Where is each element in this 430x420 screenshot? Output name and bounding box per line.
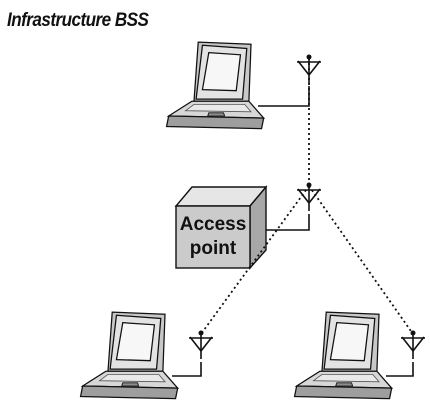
antenna-tip-access-point [306,182,312,188]
antenna-tip-bottom-left [198,330,204,336]
antenna-access-point-icon [296,184,322,212]
antenna-bottom-left-icon [188,332,214,360]
wireless-link-ap-to-bottom-left [200,185,310,335]
cable-access-point [266,214,310,231]
laptop-top-icon [165,41,265,130]
antenna-tip-top [306,54,312,60]
diagram-title: Infrastructure BSS [7,10,149,31]
antenna-bottom-right-icon [400,332,426,360]
cable-laptop-bottom-right [386,362,414,377]
access-point-label-line1: Access [180,214,247,235]
antenna-tip-bottom-right [410,330,416,336]
wireless-link-ap-to-bottom-right [308,185,414,335]
cable-laptop-bottom-left [172,362,202,377]
laptop-bottom-right-icon [293,311,393,400]
access-point-label-line2: point [190,238,237,259]
access-point-box: Access point [174,185,268,270]
laptop-bottom-left-icon [79,311,179,400]
cable-laptop-top [258,86,310,107]
